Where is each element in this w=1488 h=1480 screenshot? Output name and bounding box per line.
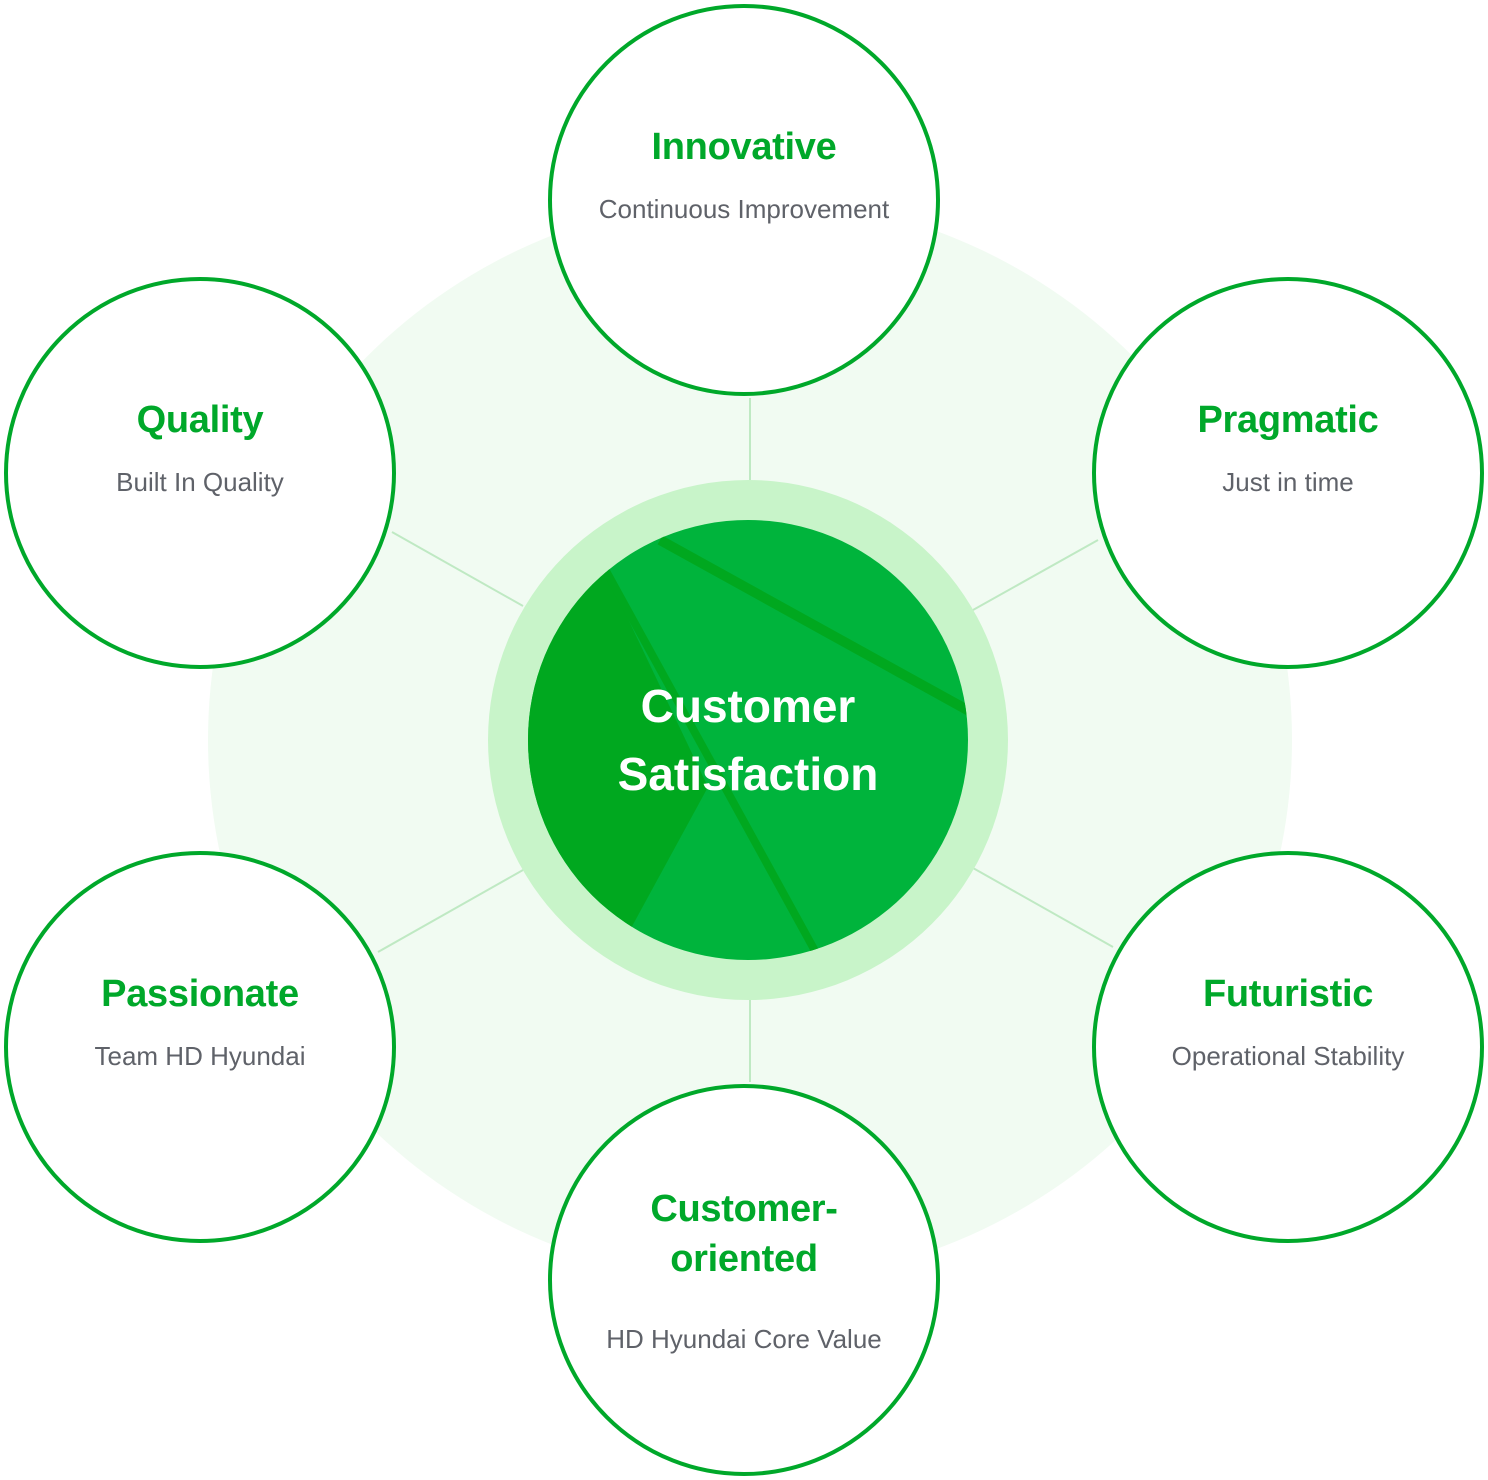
node-quality: Quality Built In Quality [4,277,396,669]
connector-futuristic [972,867,1114,948]
center-title: Customer Satisfaction [617,680,879,800]
node-title: Futuristic [1202,973,1374,1015]
node-title: Customer- oriented [650,1188,838,1280]
node-title: Pragmatic [1197,399,1379,441]
connector-passionate [377,869,524,953]
connector-pragmatic [972,539,1099,611]
node-subtitle: Operational Stability [1171,1041,1405,1071]
center-dark-wedge [528,520,708,960]
node-passionate: Passionate Team HD Hyundai [4,851,396,1243]
node-title: Innovative [651,126,837,168]
node-subtitle: HD Hyundai Core Value [606,1324,882,1354]
node-title: Quality [136,399,264,441]
node-subtitle: Continuous Improvement [598,194,890,224]
node-title: Passionate [101,973,299,1015]
node-subtitle: Just in time [1222,467,1354,497]
node-innovative: Innovative Continuous Improvement [548,4,940,396]
node-subtitle: Team HD Hyundai [94,1041,306,1071]
node-pragmatic: Pragmatic Just in time [1092,277,1484,669]
node-customer-oriented: Customer- oriented HD Hyundai Core Value [548,1084,940,1476]
node-futuristic: Futuristic Operational Stability [1092,851,1484,1243]
center-stripe-2 [596,558,824,960]
center-stripe-1 [657,535,968,722]
center-circle [528,520,968,960]
connector-quality [391,531,524,607]
connectors [377,398,1114,1082]
node-subtitle: Built In Quality [116,467,284,497]
